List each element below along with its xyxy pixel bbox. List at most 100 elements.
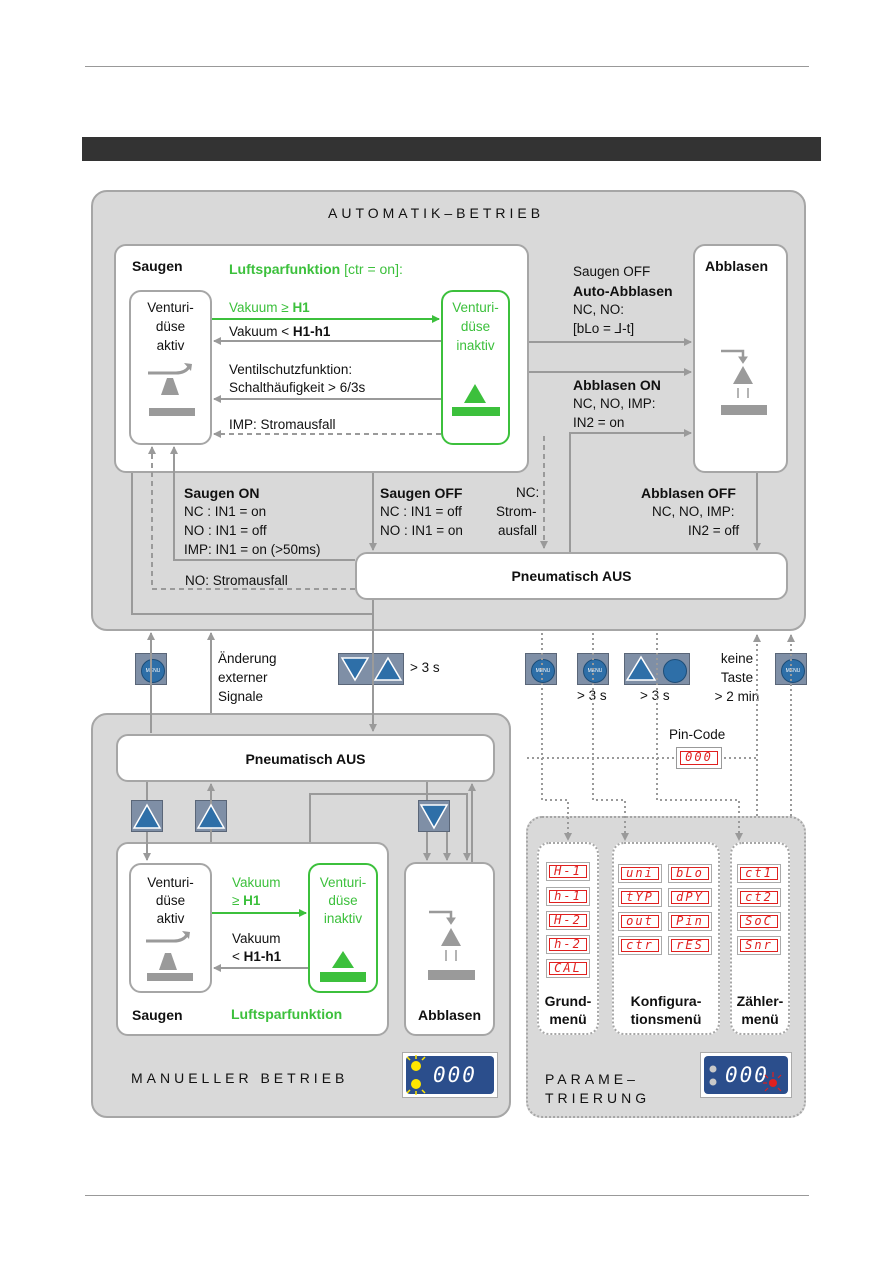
- venturi-aktiv-l1: Venturi-: [147, 300, 194, 315]
- manual-button-icons: [132, 803, 449, 830]
- menu-button-4-knob: MENU: [781, 659, 805, 683]
- up-triangle-icon: [196, 803, 226, 829]
- venturi-aktiv-manual-box: [129, 863, 212, 993]
- luftspar-title-bold: Luftsparfunktion: [229, 261, 341, 277]
- menu-button-1-knob: MENU: [141, 659, 165, 683]
- konfig-left-0[interactable]: uni: [618, 864, 662, 883]
- zaehler-item-0[interactable]: ct1: [737, 864, 781, 883]
- grund-label-2: menü: [549, 1011, 587, 1027]
- zaehler-item-1-led: ct2: [740, 891, 778, 904]
- middle-arrows: [147, 614, 795, 841]
- manual-vakuum-lt-1: Vakuum: [232, 931, 281, 946]
- venturi-aktiv-icon: [148, 363, 195, 416]
- grund-item-0-led: H-1: [549, 865, 587, 878]
- up-menu-icons: [625, 655, 657, 681]
- venturi-aktiv-icon-manual: [146, 931, 193, 981]
- grund-item-3[interactable]: h-2: [546, 935, 590, 954]
- saugen-off: Saugen OFF: [380, 485, 463, 501]
- vakuum-ge-h1: Vakuum ≥ H1: [229, 300, 310, 316]
- luftspar-title: Luftsparfunktion [ctr = on]:: [229, 261, 403, 277]
- zaehler-item-2-led: SoC: [740, 915, 778, 928]
- header-bar: [82, 137, 821, 161]
- manual-abblasen-label: Abblasen: [417, 1007, 481, 1023]
- konfig-right-3[interactable]: rES: [668, 936, 712, 955]
- manual-saugen-label: Saugen: [132, 1007, 183, 1023]
- venturi-inaktiv-box: [441, 290, 510, 445]
- konfig-left-2-led: out: [621, 915, 659, 928]
- pneumatisch-aus-auto-label: Pneumatisch AUS: [511, 568, 632, 584]
- zaehler-item-1[interactable]: ct2: [737, 888, 781, 907]
- konfig-label-1: Konfigura-: [630, 993, 702, 1009]
- bottom-rule: [85, 1195, 809, 1196]
- keine-taste-1: keine: [720, 651, 754, 666]
- grund-item-0[interactable]: H-1: [546, 862, 590, 881]
- manual-vakuum-ge-1: Vakuum: [232, 875, 281, 890]
- saugen-on-cond-1: NC : IN1 = on: [184, 504, 267, 519]
- abblasen-manual-box: [404, 862, 495, 1036]
- vakuum-ge-text: Vakuum ≥: [229, 300, 293, 315]
- abblasen-on-cond-2: IN2 = on: [573, 415, 625, 430]
- manual-vakuum-ge-sym: ≥: [232, 893, 244, 908]
- zaehler-item-3[interactable]: Snr: [737, 936, 781, 955]
- auto-abblasen-cond-1: NC, NO:: [573, 302, 625, 317]
- pneumatisch-aus-auto: [355, 552, 788, 600]
- param-display: 000: [700, 1052, 792, 1098]
- grund-item-4[interactable]: CAL: [546, 959, 590, 978]
- menu-button-3-knob: MENU: [583, 659, 607, 683]
- grund-item-2-led: H-2: [549, 914, 587, 927]
- venturi-inaktiv-manual-box: [308, 863, 378, 993]
- gt3s-b: > 3 s: [577, 688, 607, 703]
- auto-abblasen-cond-2: [bLo = ⅃-t]: [573, 321, 635, 336]
- konfig-right-0[interactable]: bLo: [668, 864, 712, 883]
- konfig-left-1[interactable]: tYP: [618, 888, 662, 907]
- venturi-inaktiv-icon: [452, 384, 500, 416]
- konfig-right-2-led: Pin: [671, 915, 709, 928]
- abblasen-on-cond-1: NC, NO, IMP:: [573, 396, 656, 411]
- gt3s-c: > 3 s: [640, 688, 670, 703]
- venturi-aktiv-l2: düse: [155, 319, 186, 334]
- keine-taste-2: Taste: [720, 670, 754, 685]
- manual-vakuum-ge-h1: H1: [243, 893, 261, 908]
- manual-vakuum-lt-2: < H1-h1: [232, 949, 281, 965]
- konfig-left-2[interactable]: out: [618, 912, 662, 931]
- konfig-left-3[interactable]: ctr: [618, 936, 662, 955]
- abblasen-off-cond-2: IN2 = off: [688, 523, 740, 538]
- venturi-inaktiv-manual-l2: düse: [328, 893, 358, 908]
- top-rule: [85, 66, 809, 67]
- param-indicator-lights: [709, 1065, 782, 1092]
- auto-abblasen: Auto-Abblasen: [573, 283, 673, 299]
- konfig-right-2[interactable]: Pin: [668, 912, 712, 931]
- grund-item-1-led: h-1: [549, 890, 587, 903]
- pneumatisch-aus-manual: [116, 734, 495, 782]
- venturi-inaktiv-l3: inaktiv: [456, 338, 495, 353]
- up-triangle-icon: [625, 655, 657, 681]
- aenderung-3: Signale: [218, 689, 264, 704]
- nc-strom-2: Strom-: [496, 504, 537, 519]
- konfig-left-1-led: tYP: [621, 891, 659, 904]
- zaehler-item-2[interactable]: SoC: [737, 912, 781, 931]
- pin-code-digits: 000: [680, 751, 718, 765]
- grund-item-1[interactable]: h-1: [546, 887, 590, 906]
- grund-item-2[interactable]: H-2: [546, 911, 590, 930]
- venturi-inaktiv-l1: Venturi-: [452, 300, 499, 315]
- venturi-aktiv-manual-l1: Venturi-: [147, 875, 194, 890]
- abblasen-icon-manual: [428, 910, 475, 980]
- vakuum-ge-h1-value: H1: [292, 300, 310, 315]
- konfig-right-1-led: dPY: [671, 891, 709, 904]
- manual-display-digits: 000: [433, 1063, 477, 1087]
- pin-code-display: 000: [676, 747, 722, 769]
- konfig-right-1[interactable]: dPY: [668, 888, 712, 907]
- param-display-inner: [704, 1056, 788, 1094]
- nc-strom-3: ausfall: [498, 523, 538, 538]
- saugen-off-cond-2: NO : IN1 = on: [380, 523, 463, 538]
- down-triangle-icon: [419, 804, 449, 830]
- manual-vakuum-lt-sym: <: [232, 949, 244, 964]
- down-triangle-icon: [340, 657, 370, 682]
- down-up-button-icons: [340, 656, 403, 682]
- manual-vakuum-ge-2: ≥ H1: [232, 893, 260, 909]
- saugen-off-cond-1: NC : IN1 = off: [380, 504, 462, 519]
- param-title-1: PARAME–: [545, 1071, 639, 1087]
- pneumatisch-aus-manual-label: Pneumatisch AUS: [245, 751, 366, 767]
- ventilschutz-l2: Schalthäufigkeit > 6/3s: [229, 380, 366, 395]
- manual-indicator-lights: [406, 1055, 426, 1095]
